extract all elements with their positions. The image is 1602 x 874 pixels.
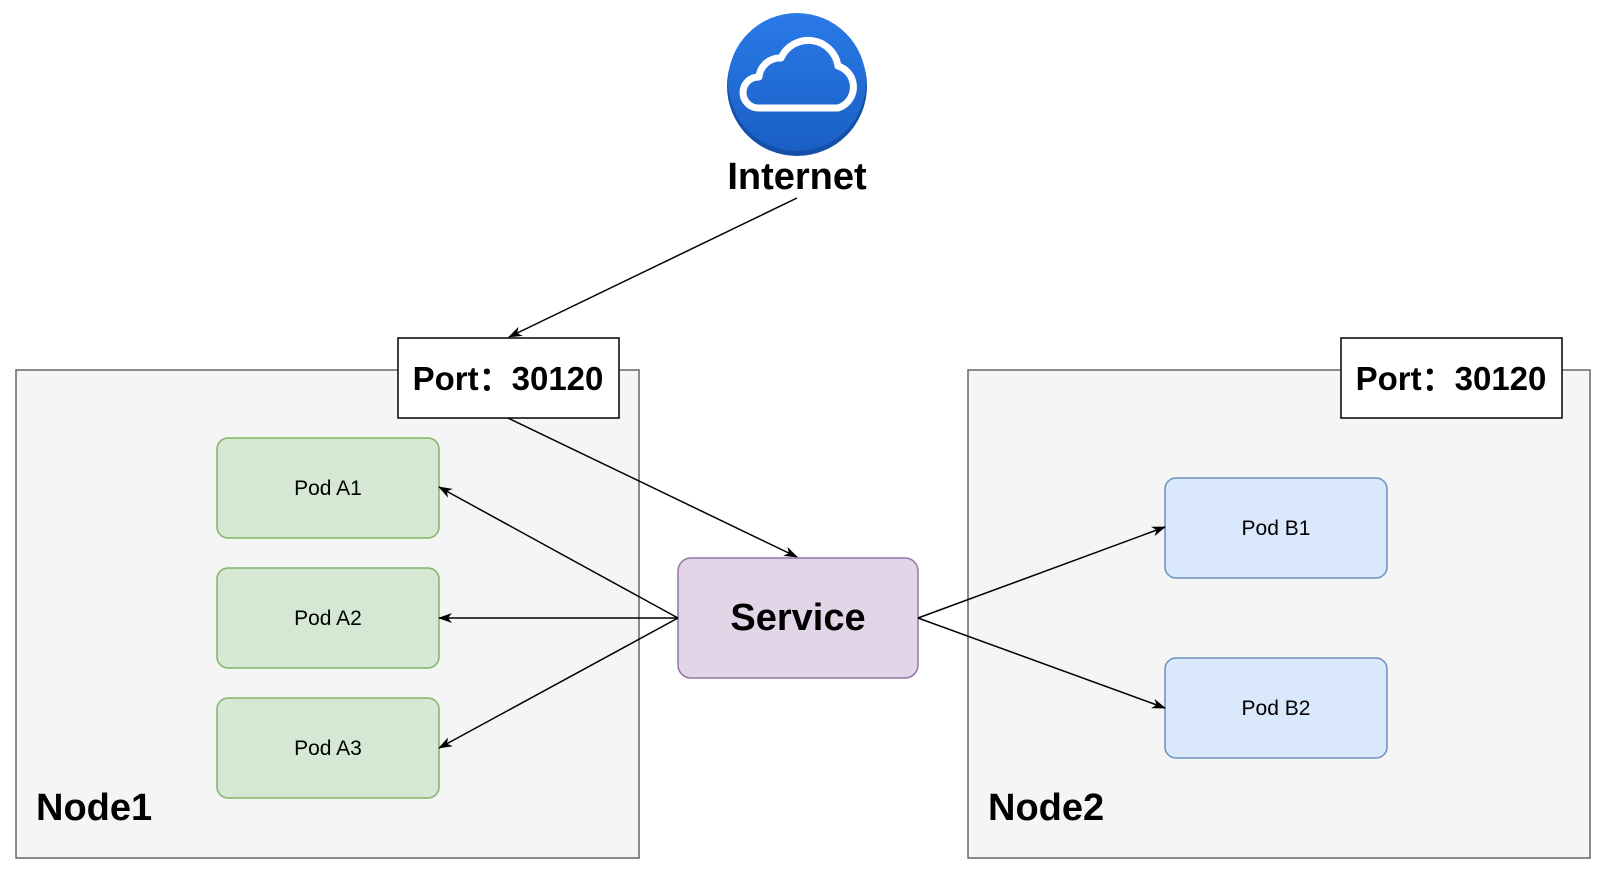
node1-label: Node1 (36, 787, 152, 829)
node2-port-label: Port：30120 (1356, 360, 1547, 397)
pod-a3: Pod A3 (216, 697, 440, 799)
edge-port-to-service (507, 417, 798, 558)
node2-container: Node2 (967, 369, 1591, 859)
pod-b1: Pod B1 (1164, 477, 1388, 579)
pod-a1: Pod A1 (216, 437, 440, 539)
pod-b1-label: Pod B1 (1242, 517, 1311, 540)
pod-b2-label: Pod B2 (1242, 697, 1311, 720)
pod-b2: Pod B2 (1164, 657, 1388, 759)
edge-internet-to-port (508, 197, 798, 338)
internet-label: Internet (727, 156, 867, 198)
edge-service-to-pod-b1 (917, 526, 1166, 619)
pod-a2-label: Pod A2 (294, 607, 362, 630)
cloud-icon (727, 13, 867, 156)
node2-port-box: Port：30120 (1340, 337, 1563, 419)
service-label: Service (730, 597, 865, 639)
service-box: Service (677, 557, 919, 679)
node1-port-label: Port：30120 (413, 360, 604, 397)
pod-a3-label: Pod A3 (294, 737, 362, 760)
edge-service-to-pod-b2 (917, 617, 1166, 709)
pod-a1-label: Pod A1 (294, 477, 362, 500)
pod-a2: Pod A2 (216, 567, 440, 669)
edge-service-to-pod-a1 (438, 486, 679, 619)
node2-label: Node2 (988, 787, 1104, 829)
edge-service-to-pod-a3 (438, 617, 679, 749)
node1-port-box: Port：30120 (397, 337, 620, 419)
